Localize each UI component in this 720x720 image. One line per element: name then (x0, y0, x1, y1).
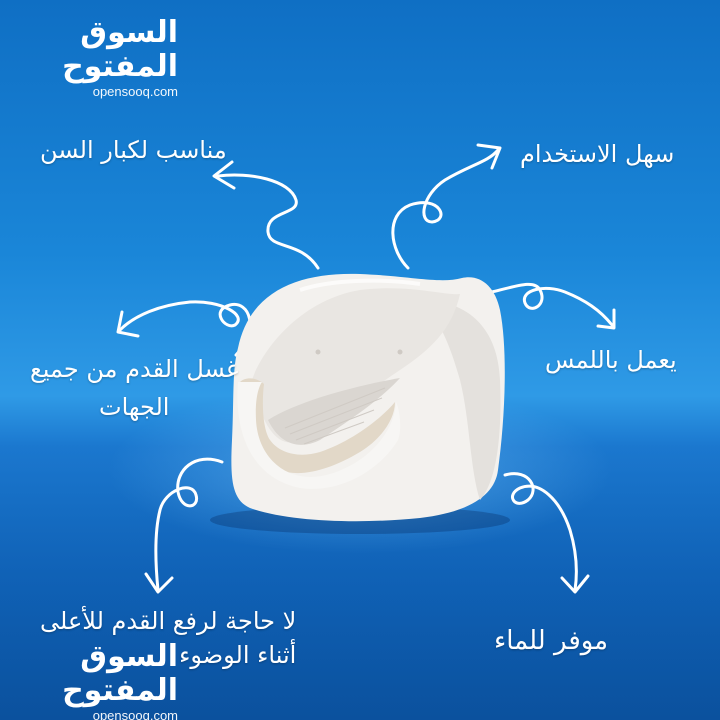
brand-logo-top: السوق المفتوح opensooq.com (28, 16, 178, 100)
arrow-touch (490, 282, 614, 327)
arrow-nolift-head (144, 572, 174, 594)
feature-wash-line1: غسل القدم من جميع (30, 355, 239, 383)
brand-arabic-name: السوق المفتوح (62, 15, 178, 84)
brand-logo-bottom: السوق المفتوح opensooq.com (28, 640, 178, 720)
arrow-wash (118, 300, 252, 357)
brand-latin-name-bottom: opensooq.com (92, 708, 178, 720)
feature-touch: يعمل باللمس (545, 346, 677, 374)
arrow-elderly-head (212, 160, 236, 190)
feature-easy-to-use: سهل الاستخدام (520, 140, 675, 168)
foot-washer-image (210, 273, 510, 534)
arrow-elderly (216, 173, 320, 270)
arrow-easy (391, 148, 500, 270)
feature-wash-all-sides: غسل القدم من جميع الجهات (30, 350, 238, 426)
feature-water-saving: موفر للماء (494, 626, 609, 656)
arrow-easy-head (476, 143, 502, 170)
feature-no-lift-line1: لا حاجة لرفع القدم للأعلى (40, 607, 297, 635)
arrow-water-head (560, 574, 590, 594)
feature-no-lift-line2: أثناء الوضوء (179, 641, 297, 669)
arrow-wash-head (116, 310, 140, 338)
brand-arabic-name-bottom: السوق المفتوح (62, 639, 178, 708)
feature-wash-line2: الجهات (99, 393, 170, 421)
arrow-touch-head (596, 308, 616, 330)
arrow-water (503, 472, 578, 592)
feature-no-lift: لا حاجة لرفع القدم للأعلى أثناء الوضوء (40, 604, 296, 672)
feature-elderly: مناسب لكبار السن (40, 136, 227, 164)
brand-latin-name: opensooq.com (92, 84, 178, 99)
arrow-nolift (154, 457, 224, 592)
